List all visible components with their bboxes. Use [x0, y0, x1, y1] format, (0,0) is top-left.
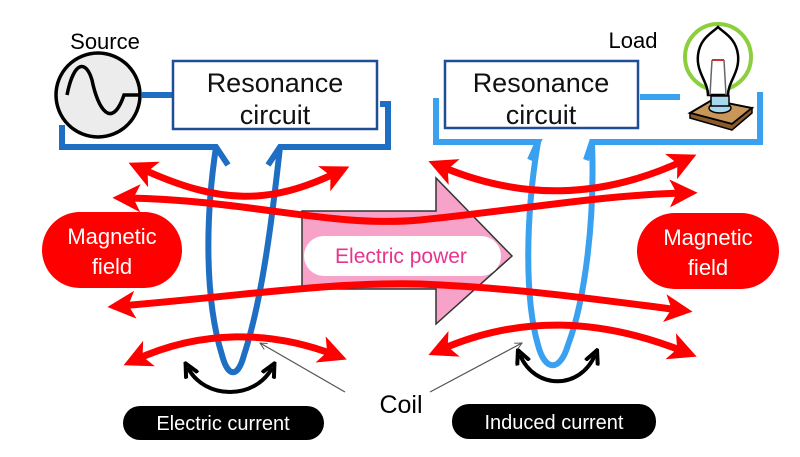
- resonance-circuit-right-line1: Resonance: [473, 68, 610, 98]
- field-line-top-long: [112, 179, 698, 225]
- primary-circuit: Resonance circuit Source: [54, 29, 391, 376]
- coil-label: Coil: [379, 391, 422, 419]
- coil-pointer-right: [429, 342, 522, 393]
- resonance-circuit-left-line2: circuit: [240, 100, 311, 130]
- electric-power-label: Electric power: [335, 245, 467, 268]
- coil-pointer-left: [260, 343, 346, 393]
- magnetic-field-right-line1: Magnetic: [663, 225, 752, 250]
- magnetic-field-badge-right: Magnetic field: [637, 213, 779, 289]
- electric-current-arrow: [188, 368, 272, 394]
- primary-wire: [59, 101, 391, 167]
- electric-current-badge: Electric current: [123, 406, 324, 440]
- load-label: Load: [609, 28, 658, 53]
- source-label: Source: [70, 29, 140, 54]
- field-line-left-top: [128, 161, 350, 200]
- resonance-circuit-box-left: [171, 59, 379, 131]
- field-line-center-bottom: [428, 321, 697, 360]
- induced-current-label: Induced current: [485, 412, 624, 434]
- field-line-left-bottom: [123, 333, 347, 367]
- field-line-bottom-long: [107, 280, 693, 322]
- resonance-circuit-right-line2: circuit: [506, 100, 577, 130]
- magnetic-field-lines: [107, 153, 698, 367]
- field-line-center-top: [428, 153, 697, 195]
- magnetic-field-right-line2: field: [688, 255, 728, 280]
- light-bulb-icon: [683, 22, 755, 131]
- secondary-circuit: Resonance circuit Load: [433, 22, 763, 369]
- resonance-circuit-box-right: [443, 59, 640, 130]
- magnetic-field-left-line1: Magnetic: [67, 224, 156, 249]
- resonance-circuit-left-line1: Resonance: [207, 68, 344, 98]
- electric-current-label: Electric current: [156, 413, 290, 435]
- induced-current-badge: Induced current: [452, 404, 656, 439]
- secondary-coil: [525, 141, 596, 369]
- magnetic-field-badge-left: Magnetic field: [42, 212, 182, 288]
- ac-source-icon: [54, 51, 142, 139]
- electric-power-arrow: Electric power: [301, 176, 514, 326]
- induced-current-arrow: [520, 355, 595, 384]
- magnetic-field-left-line2: field: [92, 254, 132, 279]
